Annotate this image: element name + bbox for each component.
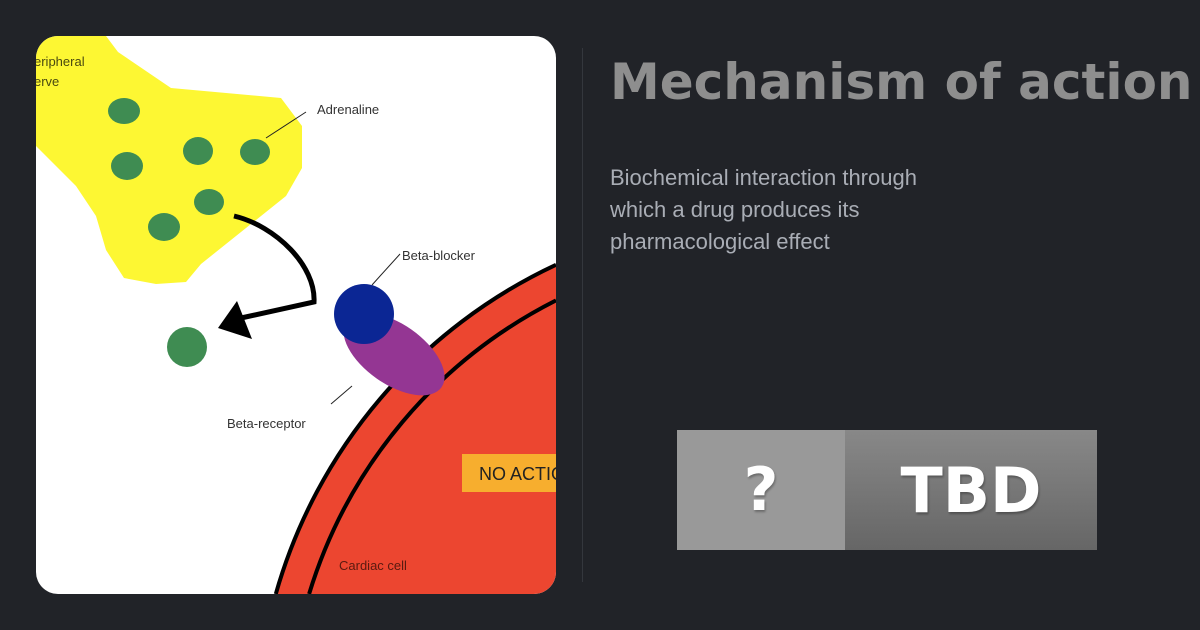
diagram-image: eripheral erve Adrenaline Beta-blocker B… [36, 36, 556, 594]
beta-blocker-label: Beta-blocker [402, 248, 476, 263]
divider [582, 48, 583, 582]
page-title: Mechanism of action [610, 53, 1193, 111]
adrenaline-dot [148, 213, 180, 241]
cell-outer-membrane [273, 262, 556, 594]
adrenaline-dot [111, 152, 143, 180]
adrenaline-vesicles [108, 98, 270, 367]
question-mark-icon: ? [677, 430, 845, 550]
status-badge-label: TBD [845, 430, 1097, 550]
cardiac-cell [275, 264, 556, 594]
blocker-pointer [371, 253, 401, 286]
no-action-box [462, 454, 556, 492]
cell-inner-membrane [307, 298, 556, 594]
cardiac-cell-label: Cardiac cell [339, 558, 407, 573]
released-adrenaline-dot [167, 327, 207, 367]
release-arrow [233, 213, 317, 321]
adrenaline-dot [183, 137, 213, 165]
adrenaline-dot [240, 139, 270, 165]
nerve-label: eripheral [36, 54, 85, 69]
no-action-label: NO ACTION [479, 464, 556, 484]
receptor-pointer [330, 385, 353, 405]
adrenaline-pointer [265, 111, 307, 139]
beta-receptor-label: Beta-receptor [227, 416, 306, 431]
beta-blocker [334, 284, 394, 344]
adrenaline-label: Adrenaline [317, 102, 379, 117]
nerve-label: erve [36, 74, 59, 89]
arrow-head [218, 301, 252, 339]
adrenaline-dot [108, 98, 140, 124]
adrenaline-dot [194, 189, 224, 215]
status-badge: ? TBD [677, 430, 1097, 550]
peripheral-nerve [36, 36, 302, 284]
description: Biochemical interaction through which a … [610, 165, 917, 254]
